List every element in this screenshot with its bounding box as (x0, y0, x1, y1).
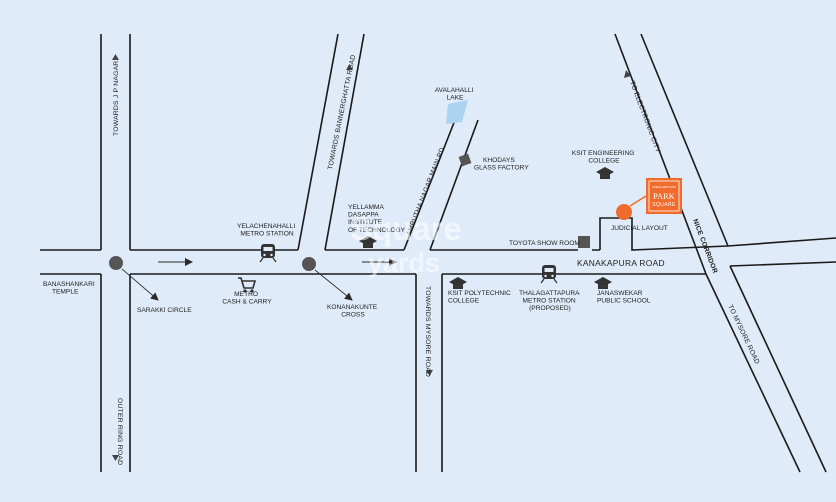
road-to-mysore-east-edge (729, 265, 827, 473)
label-metro-cash-carry: METRO CASH & CARRY (222, 291, 272, 306)
road-amrutha-east-edge (429, 119, 479, 251)
label-judicial-layout: JUDICIAL LAYOUT (611, 225, 668, 232)
road-horizontal-south-edge-far-right (729, 261, 836, 267)
label-yellamma: YELLAMMA DASAPPA INSTITUTE OF TECHNOLOGY (348, 204, 406, 234)
project-logo-name-1: PARK (653, 191, 676, 201)
metro-train-icon (540, 265, 558, 284)
road-label-outer-ring: OUTER RING ROAD (116, 398, 123, 465)
road-label-jp-nagar: TOWARDS J P NAGAR (113, 61, 120, 136)
junctions (109, 256, 353, 301)
project-logo-name-2: SQUARE (652, 202, 676, 208)
road-horizontal-north-edge-right (727, 237, 836, 247)
label-konanakunte: KONANAKUNTE CROSS (327, 304, 379, 319)
road-arrows (112, 54, 631, 461)
label-thalaghattapura: THALAGATTAPURA METRO STATION (PROPOSED) (519, 290, 581, 312)
arrow-down-outer-ring (112, 455, 119, 461)
project-logo-border (648, 180, 680, 212)
junction-konanakunte-marker (302, 257, 316, 271)
place-labels: AVALAHALLI LAKE KHODAYS GLASS FACTORY KS… (43, 87, 668, 319)
watermark-line-1: Square (350, 210, 462, 247)
road-amrutha-west-edge (403, 119, 456, 251)
label-avalahalli: AVALAHALLI LAKE (435, 87, 475, 102)
graduation-cap-icon (594, 277, 612, 289)
junction-sarakki-marker (109, 256, 123, 270)
road-electronic-city-west-edge (614, 33, 707, 275)
graduation-cap-icon (359, 236, 377, 248)
project-location-dot (616, 204, 632, 220)
arrow-down-mysore-road (426, 370, 433, 376)
road-bannerghatta-east-edge (324, 33, 365, 251)
label-khodays: KHODAYS GLASS FACTORY (474, 157, 529, 172)
poi-icons (238, 153, 614, 293)
road-electronic-city-east-edge (640, 33, 729, 247)
project-marker[interactable]: SOBHA HARTLAND PARK SQUARE (616, 178, 682, 220)
road-network (40, 33, 836, 473)
graduation-cap-icon (596, 167, 614, 179)
project-leader-line (629, 195, 647, 207)
label-toyota: TOYOTA SHOW ROOM (509, 240, 580, 247)
metro-train-icon (259, 244, 277, 263)
road-judicial-layout (599, 217, 729, 251)
arrow-up-bannerghatta (346, 64, 353, 70)
toyota-showroom-icon (578, 236, 590, 248)
label-ksit-polytechnic: KSIT POLYTECHNIC COLLEGE (448, 290, 513, 305)
label-banashankari: BANASHANKARI TEMPLE (43, 281, 97, 296)
road-label-kanakapura: KANAKAPURA ROAD (577, 258, 665, 268)
sarakki-leader (121, 268, 159, 301)
road-label-towards-mysore: TOWARDS MYSORE ROAD (424, 286, 431, 377)
shopping-cart-icon (238, 277, 257, 293)
label-ksit-engineering: KSIT ENGINEERING COLLEGE (572, 150, 636, 165)
label-janaseva: JANASWEKAR PUBLIC SCHOOL (597, 290, 651, 305)
project-logo-box (646, 178, 682, 214)
khodays-factory-icon (458, 153, 472, 167)
label-sarakki: SARAKKI CIRCLE (137, 307, 192, 314)
konanakunte-leader (314, 269, 353, 301)
watermark-logo: Square yards (350, 210, 462, 278)
road-bannerghatta-west-edge (297, 33, 339, 251)
watermark-line-2: yards (368, 248, 440, 278)
lake-shape (446, 100, 468, 124)
graduation-cap-icon (449, 277, 467, 289)
arrow-up-jp-nagar (112, 54, 119, 60)
road-to-mysore-west-edge (705, 273, 801, 473)
project-logo-small: SOBHA HARTLAND (652, 185, 676, 189)
arrow-up-electronic-city (624, 70, 631, 78)
label-yelachenahalli: YELACHENAHALLI METRO STATION (237, 223, 297, 238)
